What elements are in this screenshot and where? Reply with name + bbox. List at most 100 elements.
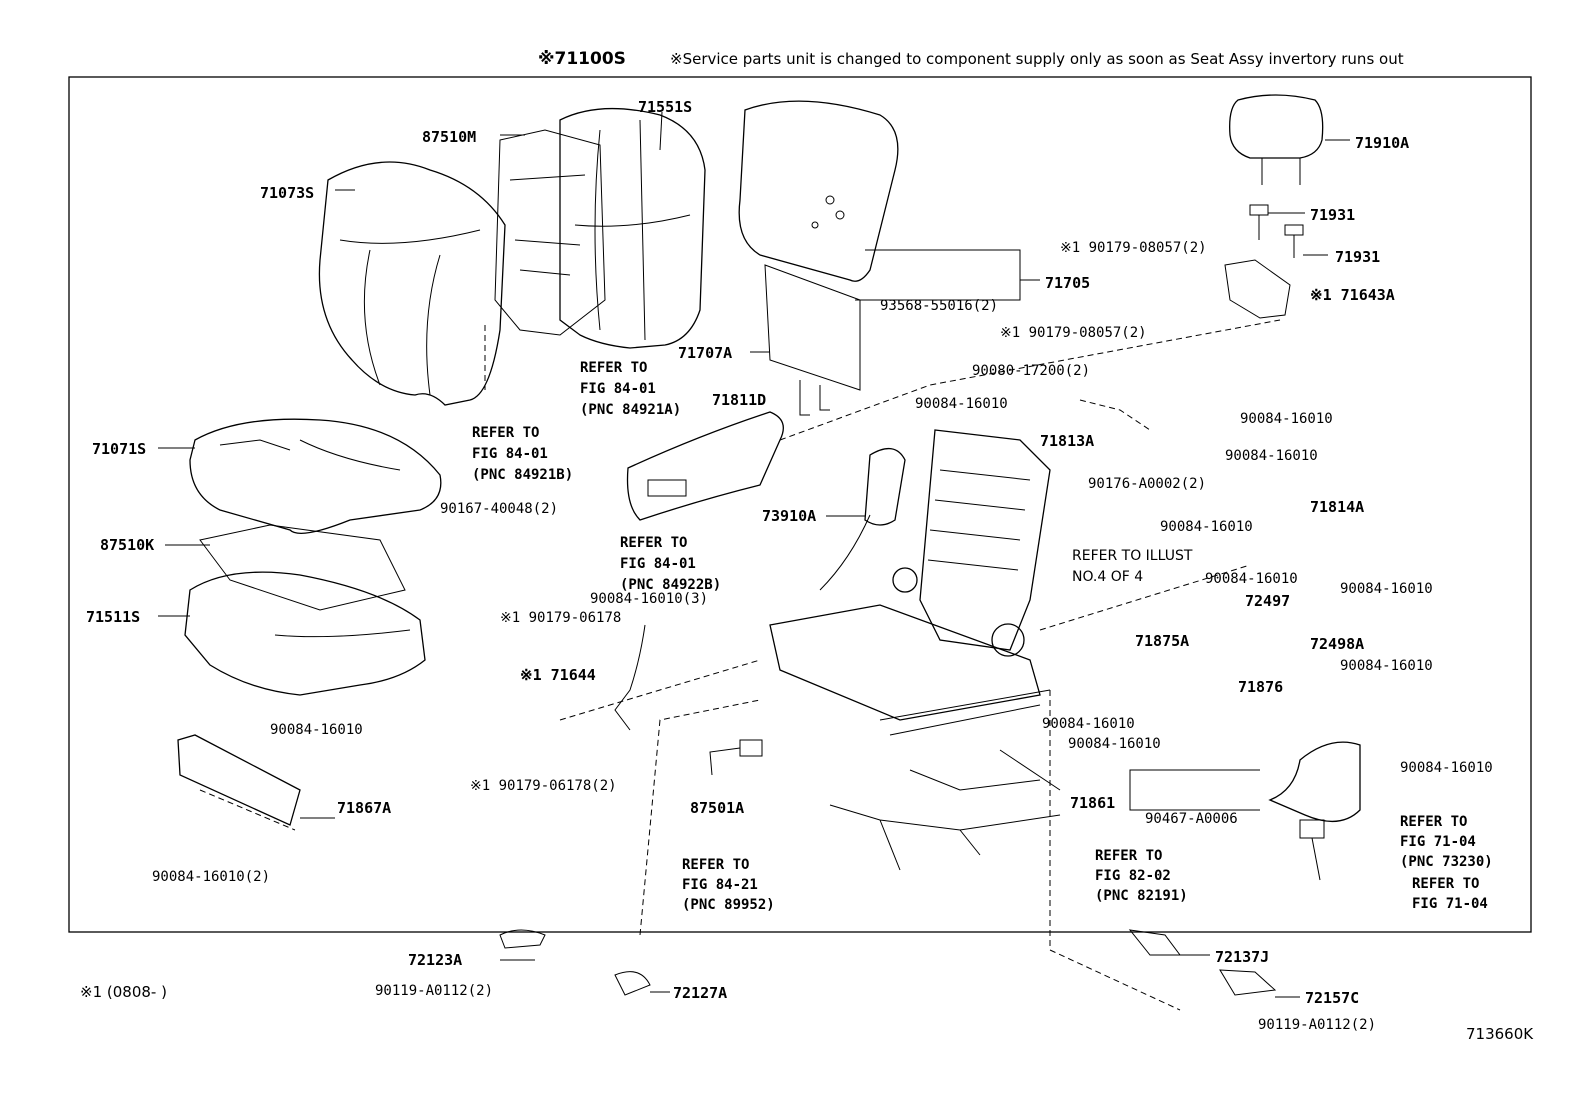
- refer-6-line1: REFER TO: [1095, 848, 1162, 864]
- refer-3-line2: FIG 84-01: [620, 556, 696, 572]
- label-71876: 71876: [1238, 678, 1283, 696]
- seat-back-board-71705: [738, 100, 899, 282]
- label-90084-d: 90084-16010: [1160, 519, 1253, 535]
- label-71811D: 71811D: [712, 391, 766, 409]
- recliner-71643A: [1224, 259, 1291, 319]
- label-71910A: 71910A: [1355, 134, 1409, 152]
- refer-7-line3: (PNC 73230): [1400, 854, 1493, 870]
- label-71071S: 71071S: [92, 440, 146, 458]
- label-90084-i: 90084-16010: [1042, 716, 1135, 732]
- refer-2-line3: (PNC 84921B): [472, 467, 573, 483]
- label-90084-c: 90084-16010: [1225, 448, 1318, 464]
- label-87501A: 87501A: [690, 799, 744, 817]
- label-72497: 72497: [1245, 592, 1290, 610]
- cushion-shield-71867A: [177, 734, 301, 826]
- label-71875A: 71875A: [1135, 632, 1189, 650]
- connector-87501A: [709, 739, 763, 776]
- label-90467: 90467-A0006: [1145, 811, 1238, 827]
- cover-72123A: [499, 929, 546, 949]
- refer-4-line2: NO.4 OF 4: [1072, 569, 1143, 585]
- headrest-support-71931: [1249, 204, 1304, 258]
- label-90084-j: 90084-16010: [270, 722, 363, 738]
- side-shield-71811D: [626, 411, 784, 521]
- dashed-guides: [199, 319, 1281, 1011]
- refer-1-line3: (PNC 84921A): [580, 402, 681, 418]
- refer-4-line1: REFER TO ILLUST: [1072, 548, 1193, 564]
- label-90084-e: 90084-16010: [1340, 581, 1433, 597]
- label-71813A: 71813A: [1040, 432, 1094, 450]
- refer-3-line3: (PNC 84922B): [620, 577, 721, 593]
- label-71814A: 71814A: [1310, 498, 1364, 516]
- refer-2-line2: FIG 84-01: [472, 446, 548, 462]
- service-note: ※Service parts unit is changed to compon…: [670, 50, 1404, 68]
- label-90179-06178-b: ※1 90179-06178(2): [470, 778, 617, 794]
- headrest-71910A: [1229, 94, 1324, 185]
- label-90084-k: 90084-16010: [1068, 736, 1161, 752]
- diagram-frame: [68, 76, 1532, 933]
- illustration-id: 713660K: [1466, 1025, 1534, 1043]
- label-90084-f: 90084-16010(3): [590, 591, 708, 607]
- seat-cushion-cover-71071S: [189, 418, 442, 534]
- cover-72137J: [1128, 929, 1181, 956]
- refer-5-line3: (PNC 89952): [682, 897, 775, 913]
- label-90176: 90176-A0002(2): [1088, 476, 1206, 492]
- part-labels: 71551S 87510M 71073S 71705 93568-55016(2…: [86, 98, 1493, 1033]
- refer-1-line1: REFER TO: [580, 360, 647, 376]
- label-90179-08057-a: ※1 90179-08057(2): [1060, 240, 1207, 256]
- label-71073S: 71073S: [260, 184, 314, 202]
- label-90179-06178-a: ※1 90179-06178: [500, 610, 621, 626]
- label-71931-b: 71931: [1335, 248, 1380, 266]
- refer-8-line1: REFER TO: [1412, 876, 1479, 892]
- label-71551S: 71551S: [638, 98, 692, 116]
- label-72157C: 72157C: [1305, 989, 1359, 1007]
- wire-harness-71861: [829, 749, 1061, 871]
- label-90080: 90080-17200(2): [972, 363, 1090, 379]
- seat-back-pad-71551S: [559, 107, 706, 349]
- leader-lines: [158, 111, 1350, 998]
- label-93568: 93568-55016(2): [880, 298, 998, 314]
- label-90167: 90167-40048(2): [440, 501, 558, 517]
- side-airbag-73910A: [819, 448, 906, 591]
- pad-87510K: [199, 524, 406, 611]
- assy-number: ※71100S: [538, 49, 626, 69]
- refer-6-line2: FIG 82-02: [1095, 868, 1171, 884]
- label-71861: 71861: [1070, 794, 1115, 812]
- harness-71644: [614, 624, 646, 731]
- label-90084-a: 90084-16010: [915, 396, 1008, 412]
- label-90119-b: 90119-A0112(2): [1258, 1017, 1376, 1033]
- refer-1-line2: FIG 84-01: [580, 381, 656, 397]
- label-71705: 71705: [1045, 274, 1090, 292]
- label-72137J: 72137J: [1215, 948, 1269, 966]
- label-72123A: 72123A: [408, 951, 462, 969]
- pad-87510M: [494, 129, 606, 336]
- seat-back-cover-71073S: [318, 161, 506, 406]
- label-72498A: 72498A: [1310, 635, 1364, 653]
- seat-cushion-pad-71511S: [184, 571, 426, 696]
- label-87510K: 87510K: [100, 536, 154, 554]
- label-71707A: 71707A: [678, 344, 732, 362]
- refer-notes: REFER TO FIG 84-01 (PNC 84921A) REFER TO…: [472, 360, 1493, 913]
- label-90119-a: 90119-A0112(2): [375, 983, 493, 999]
- label-90084-h: 90084-16010: [1340, 658, 1433, 674]
- seat-belt-buckle: [1268, 741, 1361, 881]
- cover-72127A: [614, 971, 651, 996]
- label-87510M: 87510M: [422, 128, 476, 146]
- refer-6-line3: (PNC 82191): [1095, 888, 1188, 904]
- seat-frame: [769, 429, 1051, 736]
- label-71931-a: 71931: [1310, 206, 1355, 224]
- label-71643A: ※1 71643A: [1310, 286, 1395, 304]
- label-72127A: 72127A: [673, 984, 727, 1002]
- label-90084-m: 90084-16010(2): [152, 869, 270, 885]
- label-71644: ※1 71644: [520, 666, 596, 684]
- label-90084-l: 90084-16010: [1400, 760, 1493, 776]
- label-90084-g: 90084-16010: [1205, 571, 1298, 587]
- label-90179-08057-b: ※1 90179-08057(2): [1000, 325, 1147, 341]
- refer-3-line1: REFER TO: [620, 535, 687, 551]
- refer-5-line1: REFER TO: [682, 857, 749, 873]
- label-90084-b: 90084-16010: [1240, 411, 1333, 427]
- label-71511S: 71511S: [86, 608, 140, 626]
- panel-71707A: [764, 264, 861, 416]
- label-73910A: 73910A: [762, 507, 816, 525]
- refer-5-line2: FIG 84-21: [682, 877, 758, 893]
